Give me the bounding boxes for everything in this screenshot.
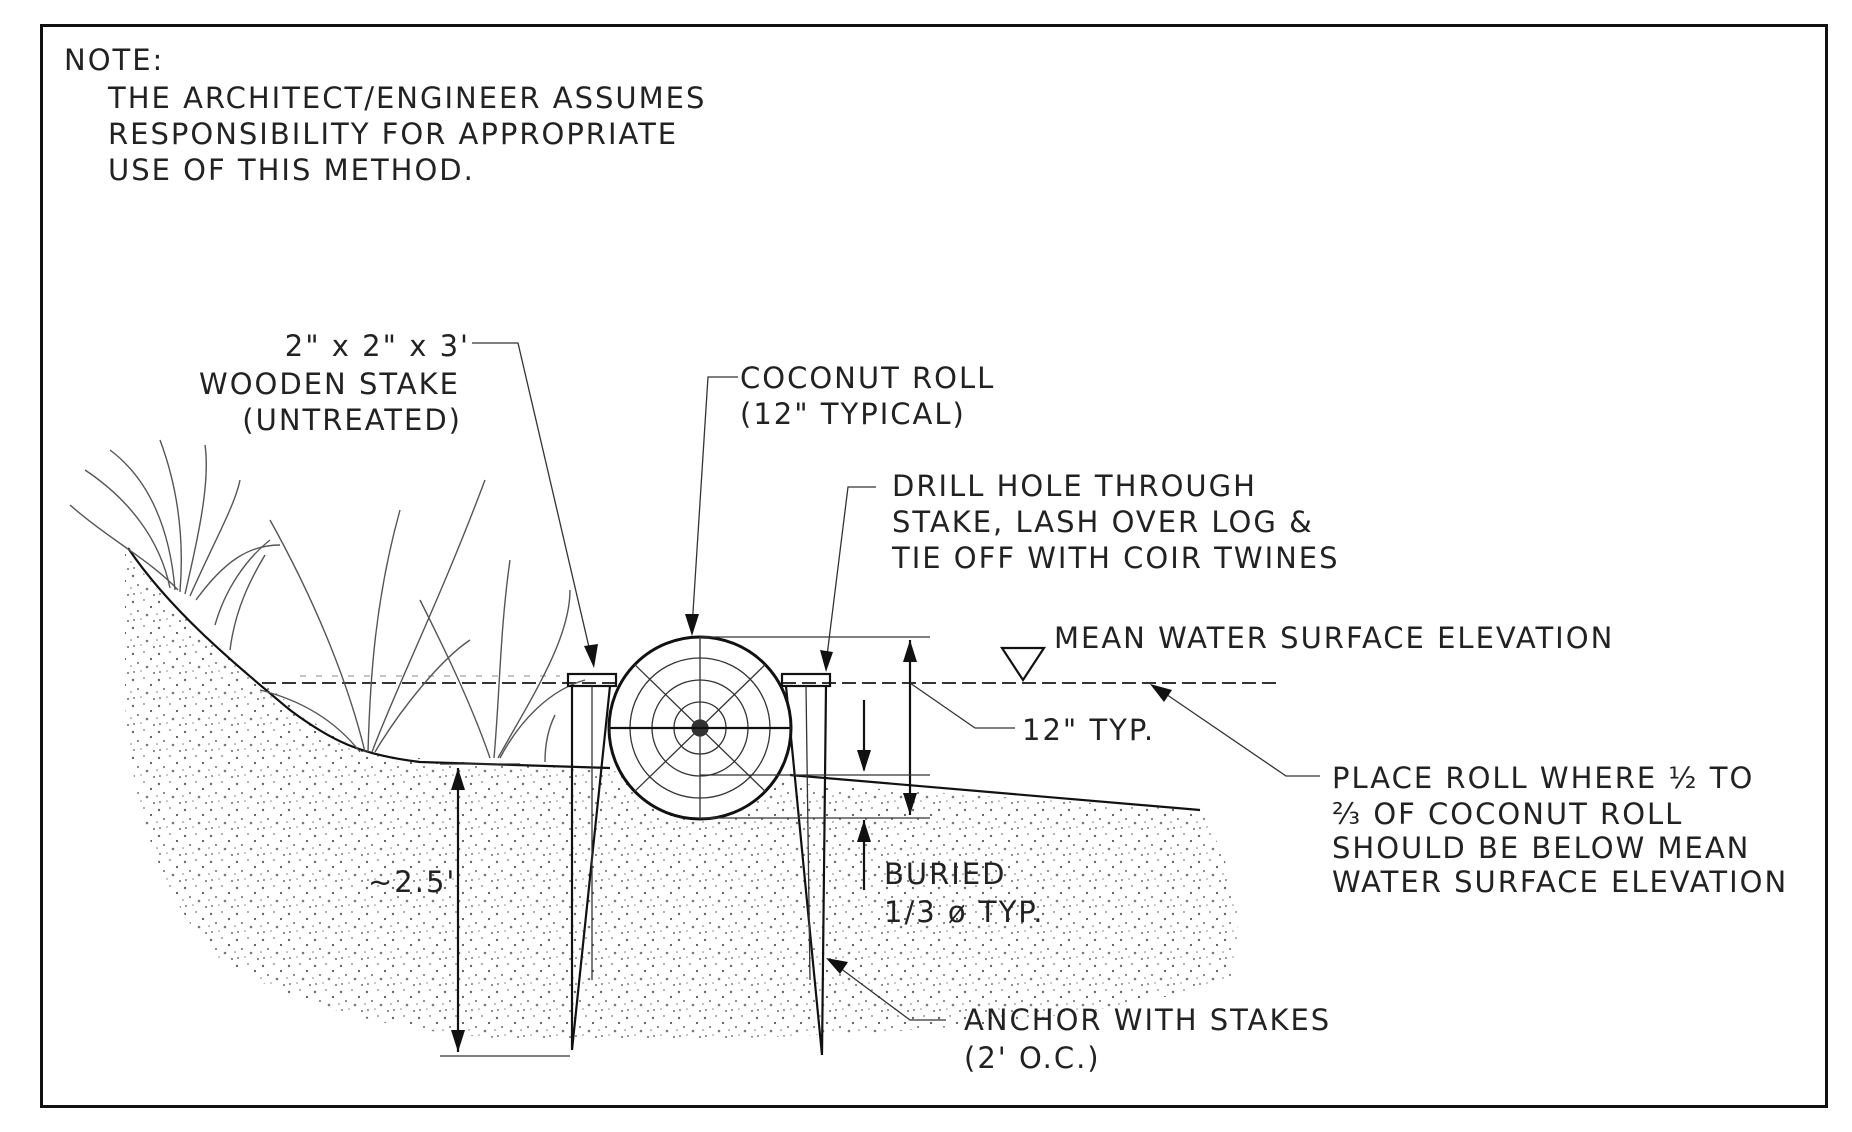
anchor-label: ANCHOR WITH STAKES xyxy=(964,1003,1331,1037)
drill-hole-label-2: STAKE, LASH OVER LOG & xyxy=(892,505,1314,539)
stake-label-size: 2" x 2" x 3' xyxy=(285,329,470,363)
twelve-inch-typ-label: 12" TYP. xyxy=(1022,713,1155,747)
roll-dimension-12in xyxy=(700,636,1015,819)
leader-lines xyxy=(472,342,1320,1021)
coconut-roll-size: (12" TYPICAL) xyxy=(740,397,966,431)
placement-note-2: ⅔ OF COCONUT ROLL xyxy=(1332,797,1683,831)
left-stake xyxy=(566,672,618,1051)
note-heading: NOTE: xyxy=(64,43,164,77)
buried-fraction-label: 1/3 ø TYP. xyxy=(884,895,1044,929)
placement-note-4: WATER SURFACE ELEVATION xyxy=(1332,865,1788,899)
note-line-2: RESPONSIBILITY FOR APPROPRIATE xyxy=(108,117,678,151)
coconut-roll xyxy=(607,635,793,821)
ground-line-right xyxy=(789,773,1201,812)
buried-dimension xyxy=(700,700,930,890)
placement-note-3: SHOULD BE BELOW MEAN xyxy=(1332,831,1750,865)
drill-hole-label-3: TIE OFF WITH COIR TWINES xyxy=(891,541,1340,575)
stake-label-note: (UNTREATED) xyxy=(242,403,462,437)
right-stake xyxy=(780,672,832,1056)
coconut-roll-label: COCONUT ROLL xyxy=(740,361,995,395)
note-line-3: USE OF THIS METHOD. xyxy=(108,153,475,187)
grass-plants-icon xyxy=(69,439,586,763)
depth-label: ~2.5' xyxy=(368,865,456,899)
depth-dimension xyxy=(440,763,570,1057)
buried-label: BURIED xyxy=(884,857,1006,891)
anchor-spacing-label: (2' O.C.) xyxy=(964,1041,1101,1075)
placement-note-1: PLACE ROLL WHERE ½ TO xyxy=(1332,761,1754,795)
water-surface-label: MEAN WATER SURFACE ELEVATION xyxy=(1054,621,1614,655)
water-surface-triangle-icon xyxy=(999,646,1047,683)
stake-label-type: WOODEN STAKE xyxy=(199,367,460,401)
note-line-1: THE ARCHITECT/ENGINEER ASSUMES xyxy=(107,81,706,115)
ground-line xyxy=(127,547,611,770)
drill-hole-label-1: DRILL HOLE THROUGH xyxy=(892,469,1257,503)
